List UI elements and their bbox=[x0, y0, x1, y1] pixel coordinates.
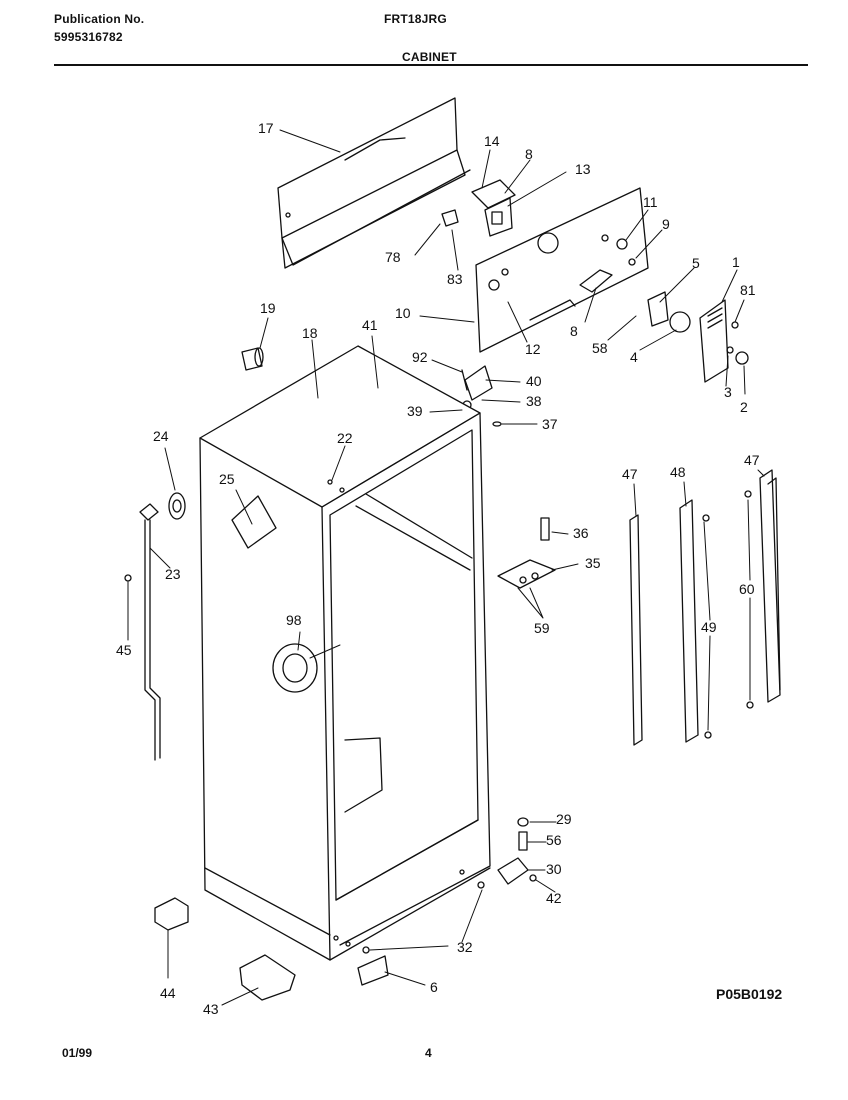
diagram-code: P05B0192 bbox=[716, 986, 783, 1002]
callout-12: 12 bbox=[525, 341, 541, 357]
callout-48: 48 bbox=[670, 464, 686, 480]
callout-98: 98 bbox=[286, 612, 302, 628]
bottom-parts bbox=[154, 897, 389, 1001]
callout-39: 39 bbox=[407, 403, 423, 419]
callout-8-mid: 8 bbox=[570, 323, 578, 339]
callout-19: 19 bbox=[260, 300, 276, 316]
leader-lines bbox=[127, 129, 765, 1006]
callout-81: 81 bbox=[740, 282, 756, 298]
callout-1: 1 bbox=[732, 254, 740, 270]
callout-36: 36 bbox=[573, 525, 589, 541]
publication-label: Publication No. bbox=[54, 12, 145, 26]
callout-25: 25 bbox=[219, 471, 235, 487]
callout-60: 60 bbox=[739, 581, 755, 597]
callout-11: 11 bbox=[643, 194, 658, 210]
cabinet-shell-part bbox=[199, 345, 491, 961]
callout-4: 4 bbox=[630, 349, 638, 365]
callout-6: 6 bbox=[430, 979, 438, 995]
callout-92: 92 bbox=[412, 349, 428, 365]
callout-32: 32 bbox=[457, 939, 473, 955]
callout-45: 45 bbox=[116, 642, 132, 658]
callout-10: 10 bbox=[395, 305, 411, 321]
callout-9: 9 bbox=[662, 216, 670, 232]
fan-assembly-part bbox=[579, 238, 749, 383]
callout-47-right: 47 bbox=[744, 452, 760, 468]
top-cover-part bbox=[277, 97, 471, 269]
callout-38: 38 bbox=[526, 393, 542, 409]
callout-41: 41 bbox=[362, 317, 378, 333]
callout-30: 30 bbox=[546, 861, 562, 877]
callout-56: 56 bbox=[546, 832, 562, 848]
callout-47-left: 47 bbox=[622, 466, 638, 482]
evaporator-cover-part bbox=[475, 187, 649, 353]
drain-tube-part bbox=[124, 492, 186, 761]
section-title: CABINET bbox=[402, 50, 457, 64]
callout-2: 2 bbox=[740, 399, 748, 415]
callout-13: 13 bbox=[575, 161, 591, 177]
callout-35: 35 bbox=[585, 555, 601, 571]
callout-83: 83 bbox=[447, 271, 463, 287]
callout-22: 22 bbox=[337, 430, 353, 446]
callout-18: 18 bbox=[302, 325, 318, 341]
callout-17: 17 bbox=[258, 120, 274, 136]
callout-14: 14 bbox=[484, 133, 500, 149]
footer-page-number: 4 bbox=[425, 1046, 432, 1060]
model-number: FRT18JRG bbox=[384, 12, 447, 26]
callout-labels: 17 14 8 13 11 9 78 83 10 12 8 5 1 81 58 … bbox=[116, 120, 760, 1017]
publication-number: 5995316782 bbox=[54, 30, 123, 44]
callout-23: 23 bbox=[165, 566, 181, 582]
trim-strips bbox=[629, 469, 781, 746]
hinge-parts bbox=[362, 517, 556, 954]
footer-date: 01/99 bbox=[62, 1046, 93, 1060]
callout-42: 42 bbox=[546, 890, 562, 906]
callout-37: 37 bbox=[542, 416, 558, 432]
callout-3: 3 bbox=[724, 384, 732, 400]
callout-49: 49 bbox=[701, 619, 717, 635]
callout-29: 29 bbox=[556, 811, 572, 827]
control-bracket-part bbox=[441, 179, 516, 237]
callout-24: 24 bbox=[153, 428, 169, 444]
callout-40: 40 bbox=[526, 373, 542, 389]
callout-58: 58 bbox=[592, 340, 608, 356]
callout-5: 5 bbox=[692, 255, 700, 271]
callout-43: 43 bbox=[203, 1001, 219, 1017]
callout-59: 59 bbox=[534, 620, 550, 636]
header-rule bbox=[54, 64, 808, 66]
callout-78: 78 bbox=[385, 249, 401, 265]
callout-44: 44 bbox=[160, 985, 176, 1001]
callout-8-top: 8 bbox=[525, 146, 533, 162]
